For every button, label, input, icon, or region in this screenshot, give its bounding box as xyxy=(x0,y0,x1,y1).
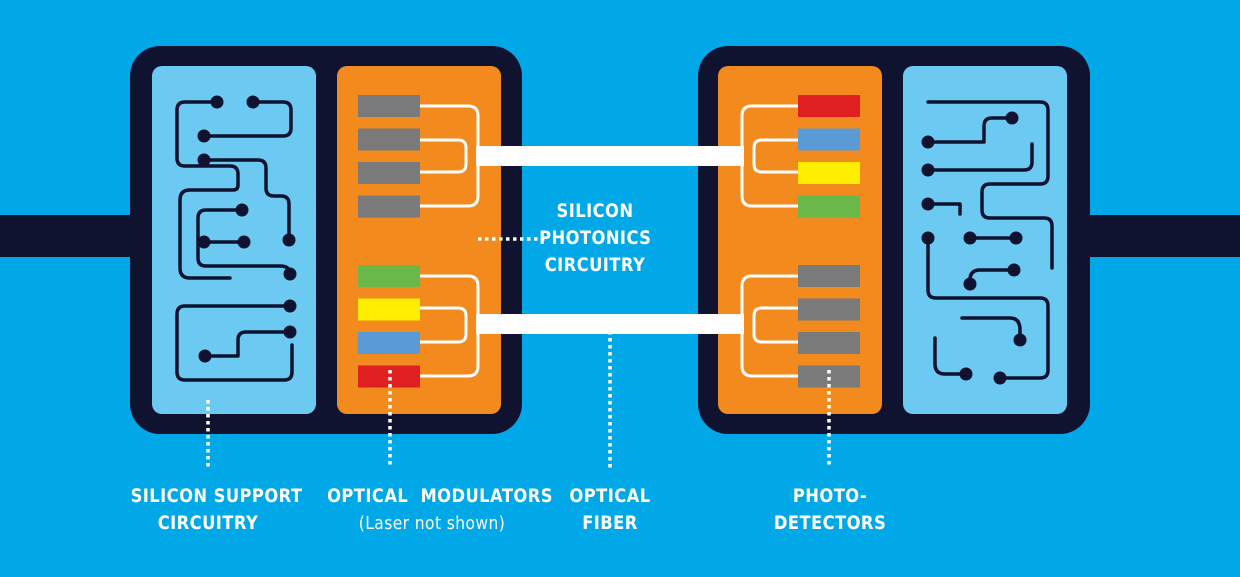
detector-group-bottom xyxy=(798,265,860,388)
detector-group-top xyxy=(798,95,860,218)
transmitter-support-panel xyxy=(152,66,316,414)
transmitter-photonics-panel xyxy=(337,66,501,414)
detector-4-gray xyxy=(798,365,860,388)
detector-2-blue xyxy=(798,128,860,151)
detector-4-green xyxy=(798,195,860,218)
detector-2-gray xyxy=(798,298,860,321)
label-optical-fiber: OPTICAL FIBER xyxy=(569,485,651,534)
detector-1-red xyxy=(798,95,860,117)
optical-fiber-top xyxy=(476,146,744,166)
label-silicon-support: SILICON SUPPORT CIRCUITRY xyxy=(130,485,303,534)
transmitter-chip xyxy=(130,46,522,434)
right-bus-wire xyxy=(1080,215,1240,257)
receiver-support-panel xyxy=(903,66,1067,414)
detector-1-gray xyxy=(798,265,860,287)
modulator-4-gray xyxy=(358,195,420,218)
label-optical-modulators: OPTICAL MODULATORS (Laser not shown) xyxy=(327,485,553,534)
modulator-3-gray xyxy=(358,162,420,184)
label-silicon-photonics: SILICON PHOTONICS CIRCUITRY xyxy=(539,200,652,276)
modulator-3-blue xyxy=(358,332,420,354)
detector-3-yellow xyxy=(798,162,860,184)
label-photodetectors: PHOTO- DETECTORS xyxy=(773,485,887,534)
modulator-group-bottom xyxy=(358,265,420,388)
modulator-1-green xyxy=(358,265,420,287)
receiver-photonics-panel xyxy=(718,66,882,414)
modulator-1-gray xyxy=(358,95,420,117)
left-bus-wire xyxy=(0,215,140,257)
detector-3-gray xyxy=(798,332,860,354)
leader-lines xyxy=(206,237,831,468)
receiver-circuit-pads xyxy=(921,111,1027,385)
modulator-2-yellow xyxy=(358,298,420,321)
modulator-group-top xyxy=(358,95,420,218)
modulator-4-red xyxy=(358,365,420,388)
modulator-2-gray xyxy=(358,128,420,151)
receiver-circuit-traces xyxy=(926,100,1054,380)
receiver-chip xyxy=(698,46,1090,434)
transmitter-circuit-traces xyxy=(175,100,294,382)
